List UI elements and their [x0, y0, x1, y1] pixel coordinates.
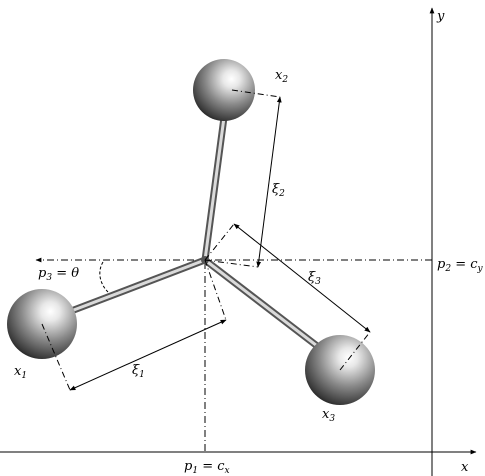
label-p2-cy: p2 = cy	[437, 257, 484, 274]
label-xi3: ξ3	[308, 270, 321, 287]
label-p3-theta: p3 = θ	[38, 266, 79, 283]
label-x2: x2	[275, 68, 288, 85]
ball-x2	[193, 59, 255, 121]
label-x1: x1	[14, 364, 27, 381]
label-xi2: ξ2	[272, 182, 285, 199]
rod-x3	[201, 256, 329, 356]
xi3-dimension-arrow	[233, 223, 371, 333]
xi3-construction	[204, 223, 371, 371]
xi1-dimension-arrow	[69, 319, 227, 391]
label-x3: x3	[322, 407, 335, 424]
label-p1-cx: p1 = cx	[184, 459, 230, 476]
x-axis-label: x	[461, 460, 469, 475]
rod-x1	[54, 256, 209, 320]
y-axis-label: y	[436, 9, 445, 24]
xi1-construction	[41, 259, 227, 391]
rod-x2	[201, 106, 229, 264]
label-xi1: ξ1	[132, 363, 145, 380]
theta-arc	[99, 261, 109, 293]
